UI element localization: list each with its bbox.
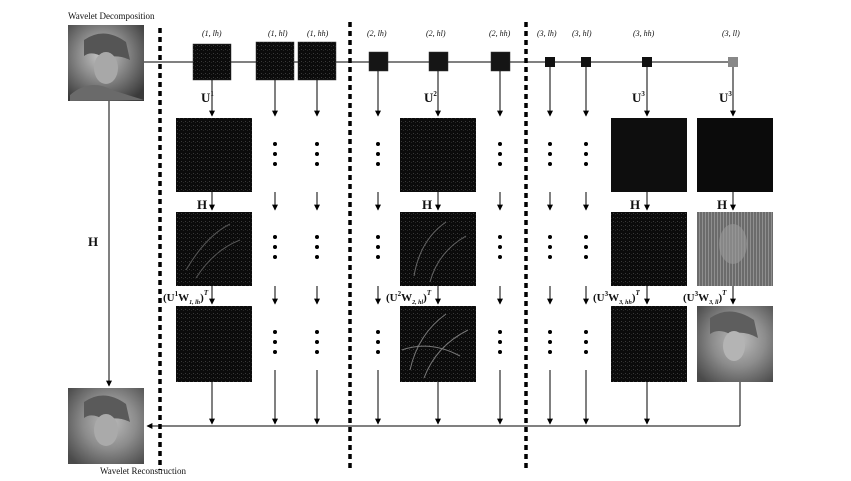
row3-image-3-ll xyxy=(697,306,773,382)
column-label: (2, hh) xyxy=(489,29,511,38)
caption-decomposition: Wavelet Decomposition xyxy=(68,11,155,21)
subband-tile-3-ll xyxy=(728,57,738,67)
ellipsis-dots xyxy=(273,142,588,354)
column-label: (3, lh) xyxy=(537,29,557,38)
label-h-main: H xyxy=(88,234,98,249)
svg-text:H: H xyxy=(717,197,727,212)
column-label: (3, ll) xyxy=(722,29,740,38)
row3-image-1-lh xyxy=(176,306,252,382)
subband-tile-3-hl xyxy=(581,57,591,67)
row2-image-3-hh xyxy=(611,212,687,286)
source-image xyxy=(68,25,144,101)
uw-transpose-labels: (U1W1, lh)T (U2W2, hl)T (U3W3, hh)T (U3W… xyxy=(163,289,727,306)
row3-image-3-hh xyxy=(611,306,687,382)
u-labels: U1 U2 U3 U3 xyxy=(201,90,732,105)
svg-text:(U3W3, hh)T: (U3W3, hh)T xyxy=(593,289,640,306)
row1-image-3-hh xyxy=(611,118,687,192)
top-arrows xyxy=(209,67,736,117)
h-labels: H H H H xyxy=(197,197,727,212)
subband-tile-3-lh xyxy=(545,57,555,67)
svg-text:(U2W2, hl)T: (U2W2, hl)T xyxy=(386,289,432,306)
svg-text:H: H xyxy=(197,197,207,212)
subband-tile-3-hh xyxy=(642,57,652,67)
svg-text:H: H xyxy=(630,197,640,212)
column-label: (2, lh) xyxy=(367,29,387,38)
svg-text:U1: U1 xyxy=(201,90,214,105)
svg-text:U3: U3 xyxy=(719,90,732,105)
row3-image-2-hl xyxy=(400,306,476,382)
subband-tile-1-lh xyxy=(192,43,232,81)
subband-tile-2-hl xyxy=(428,51,449,72)
row1-image-2-hl xyxy=(400,118,476,192)
subband-tile-1-hh xyxy=(297,41,337,81)
column-label: (1, hl) xyxy=(268,29,288,38)
caption-reconstruction: Wavelet Reconstruction xyxy=(100,466,186,476)
row2-image-1-lh xyxy=(176,212,252,286)
row-arrows xyxy=(209,192,741,426)
svg-text:(U3W3, ll)T: (U3W3, ll)T xyxy=(683,289,727,306)
column-label: (1, lh) xyxy=(202,29,222,38)
column-label: (2, hl) xyxy=(426,29,446,38)
row1-image-3-ll xyxy=(697,118,773,192)
subband-tile-1-hl xyxy=(255,41,295,81)
column-label: (3, hl) xyxy=(572,29,592,38)
column-label: (3, hh) xyxy=(633,29,655,38)
svg-text:U2: U2 xyxy=(424,90,437,105)
svg-text:H: H xyxy=(422,197,432,212)
svg-text:U3: U3 xyxy=(632,90,645,105)
row2-image-2-hl xyxy=(400,212,476,286)
subband-tile-2-hh xyxy=(490,51,511,72)
svg-text:(U1W1, lh)T: (U1W1, lh)T xyxy=(163,289,209,306)
subband-tile-2-lh xyxy=(368,51,389,72)
row1-image-1-lh xyxy=(176,118,252,192)
reconstructed-image xyxy=(68,388,144,464)
column-label: (1, hh) xyxy=(307,29,329,38)
